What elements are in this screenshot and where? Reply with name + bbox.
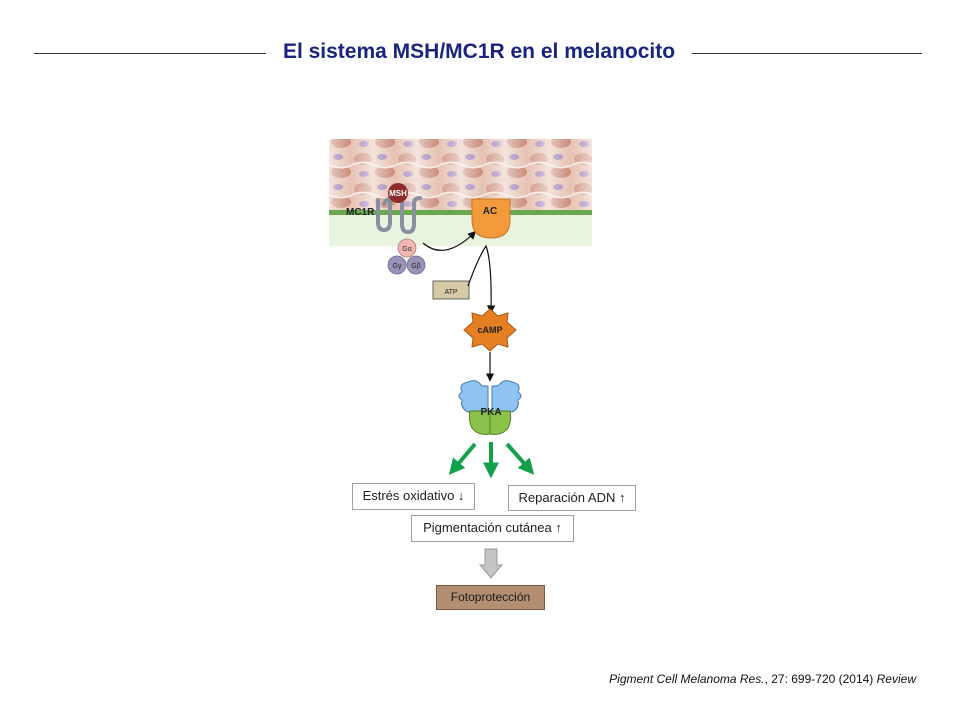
dna-repair-box: Reparación ADN ↑ bbox=[508, 485, 636, 511]
atp-label: ATP bbox=[444, 289, 457, 296]
title-bar: El sistema MSH/MC1R en el melanocito bbox=[0, 36, 960, 72]
adenylate-cyclase bbox=[471, 198, 511, 239]
cell-membrane bbox=[329, 210, 592, 215]
g-beta-label: Gβ bbox=[411, 263, 420, 270]
atp-box bbox=[432, 280, 470, 300]
title-divider-right bbox=[692, 53, 922, 54]
camp-molecule bbox=[463, 308, 517, 352]
pigmentation-to-photoprotection-arrow bbox=[478, 548, 504, 579]
page-title: El sistema MSH/MC1R en el melanocito bbox=[282, 40, 676, 63]
g-gamma-subunit bbox=[387, 255, 407, 275]
g-alpha-label: Gα bbox=[402, 246, 412, 253]
arrow-to-oxidative-stress bbox=[448, 442, 477, 475]
citation: Pigment Cell Melanoma Res., 27: 699-720 … bbox=[609, 672, 916, 686]
ac-label: AC bbox=[483, 206, 497, 217]
g-gamma-label: Gγ bbox=[393, 263, 402, 270]
title-divider-left bbox=[34, 53, 266, 54]
mc1r-label: MC1R bbox=[346, 207, 375, 218]
msh-ligand bbox=[388, 183, 408, 203]
skin-pigmentation-box: Pigmentación cutánea ↑ bbox=[411, 515, 574, 542]
g-protein-to-ac-arrow bbox=[422, 230, 477, 251]
photoprotection-box: Fotoprotección bbox=[436, 585, 545, 610]
skin-tissue-image bbox=[329, 139, 592, 246]
arrow-to-dna-repair bbox=[505, 442, 535, 475]
g-beta-subunit bbox=[406, 255, 426, 275]
citation-details: , 27: 699-720 (2014) bbox=[764, 672, 877, 686]
oxidative-stress-box: Estrés oxidativo ↓ bbox=[352, 483, 475, 510]
msh-label: MSH bbox=[389, 189, 407, 198]
g-alpha-subunit bbox=[397, 238, 417, 258]
pka-label: PKA bbox=[480, 407, 501, 418]
pka-enzyme bbox=[458, 380, 522, 435]
citation-journal: Pigment Cell Melanoma Res. bbox=[609, 672, 765, 686]
citation-type: Review bbox=[876, 672, 916, 686]
atp-to-camp-arrow bbox=[467, 244, 496, 314]
camp-label: cAMP bbox=[477, 325, 502, 335]
